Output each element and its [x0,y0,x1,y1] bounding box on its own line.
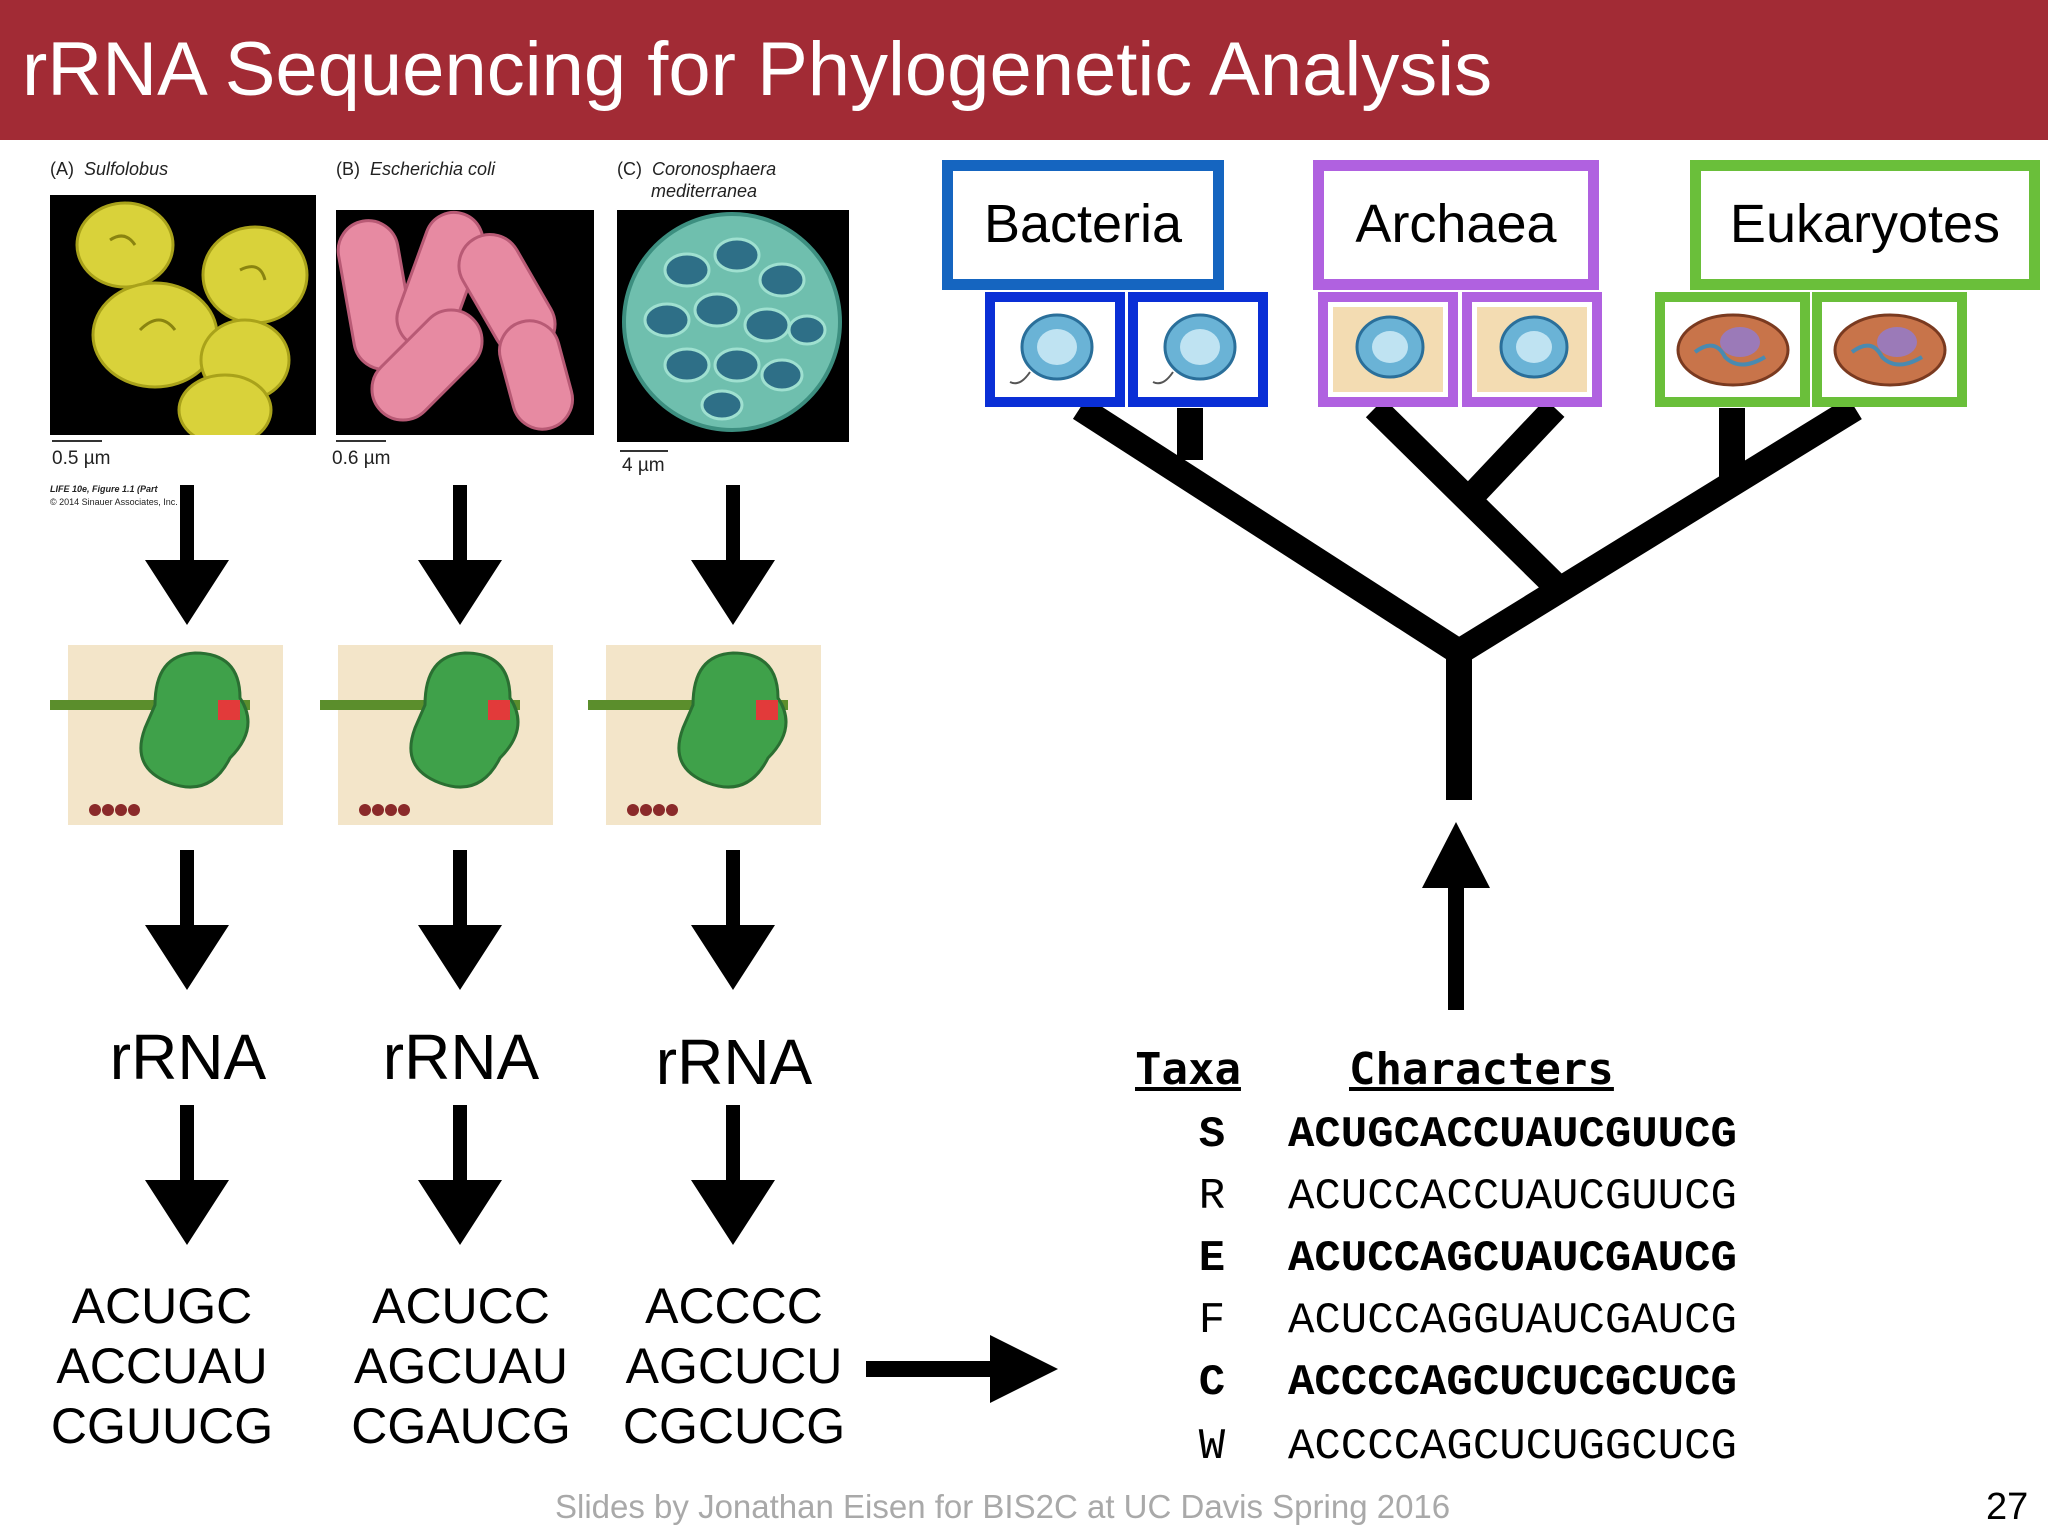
eukaryote-cell-image-2 [1812,292,1967,407]
arrow-up-head [1422,822,1490,888]
archaea-cell-image-2 [1462,292,1602,407]
archaea-cell-image-1 [1318,292,1458,407]
sequence-line: AGCUAU [354,1338,568,1394]
figure-credit-line1: LIFE 10e, Figure 1.1 (Part [50,484,158,494]
sequence-line: ACCCC [645,1278,823,1334]
arrow-down-c1 [691,485,775,625]
panel-letter-b: (B) [336,159,360,179]
ecoli-micrograph [336,210,594,435]
domain-box-eukaryotes: Eukaryotes [1690,160,2040,290]
panel-label-b: (B) Escherichia coli [336,158,495,180]
sequence-line: ACUGC [71,1278,253,1334]
taxon-c: C [1198,1358,1226,1408]
organism-name-b: Escherichia coli [370,159,496,179]
scale-label-a: 0.5 µm [52,448,111,469]
sequence-line: CGCUCG [622,1398,846,1454]
scale-label-c: 4 µm [622,455,665,476]
arrow-down-a1 [145,485,229,625]
arrow-right-shaft [866,1361,996,1377]
slide-footer: Slides by Jonathan Eisen for BIS2C at UC… [555,1488,1451,1525]
ribosome-image-c [588,645,821,825]
scale-bar-c [620,450,668,452]
panel-label-c: (C) Coronosphaera mediterranea [617,158,776,202]
scale-label-b: 0.6 µm [332,448,391,469]
arrow-right-head [990,1335,1058,1403]
ribosome-image-a [50,645,283,825]
phylogenetic-tree [1072,396,1862,800]
taxon-f: F [1198,1296,1226,1346]
sequence-w: ACCCCAGCUCUGGCUCG [1288,1422,1737,1472]
arrow-down-a3 [145,1105,229,1245]
eukaryote-cell-image-1 [1655,292,1810,407]
sulfolobus-micrograph [50,195,316,435]
slide-title: rRNA Sequencing for Phylogenetic Analysi… [22,27,1493,112]
coronosphaera-micrograph [617,210,849,442]
sequence-block-c: ACCCC AGCUCU CGCUCG [594,1276,874,1456]
scale-bar-b [336,440,386,442]
domain-box-archaea: Archaea [1313,160,1599,290]
sequence-r: ACUCCACCUAUCGUUCG [1288,1172,1737,1222]
ribosome-image-b [320,645,553,825]
arrow-down-a2 [145,850,229,990]
organism-name-c: Coronosphaera [652,159,777,179]
title-bar: rRNA Sequencing for Phylogenetic Analysi… [0,0,2048,140]
rrna-label-a: rRNA [109,1021,267,1093]
domain-label-eukaryotes: Eukaryotes [1729,194,2001,254]
sequence-e: ACUCCAGCUAUCGAUCG [1288,1234,1737,1284]
figure-credit-line2: © 2014 Sinauer Associates, Inc. [50,497,178,507]
bacteria-cell-image-2 [1128,292,1268,407]
domain-box-bacteria: Bacteria [942,160,1224,290]
domain-label-archaea: Archaea [1355,194,1557,254]
arrow-down-b1 [418,485,502,625]
sequence-line: CGAUCG [351,1398,571,1454]
sequence-line: ACUCC [372,1278,550,1334]
sequence-c: ACCCCAGCUCUCGCUCG [1288,1358,1737,1408]
characters-header: Characters [1349,1044,1614,1095]
arrow-up-shaft [1448,880,1464,1010]
domain-label-bacteria: Bacteria [983,194,1183,254]
sequence-block-a: ACUGC ACCUAU CGUUCG [22,1276,302,1456]
sequence-line: AGCUCU [625,1338,843,1394]
bacteria-cell-image-1 [985,292,1125,407]
taxon-w: W [1198,1422,1226,1472]
sequence-line: CGUUCG [50,1398,274,1454]
organism-name-a: Sulfolobus [84,159,169,179]
panel-letter-c: (C) [617,159,642,179]
organism-name-c-line2: mediterranea [651,181,758,201]
taxon-r: R [1198,1172,1226,1222]
panel-label-a: (A) Sulfolobus [50,158,168,180]
scale-bar-a [52,440,102,442]
sequence-f: ACUCCAGGUAUCGAUCG [1288,1296,1737,1346]
arrow-down-c2 [691,850,775,990]
arrow-down-c3 [691,1105,775,1245]
taxon-s: S [1198,1110,1226,1160]
page-number: 27 [1986,1486,2029,1528]
sequence-block-b: ACUCC AGCUAU CGAUCG [321,1276,601,1456]
rrna-label-b: rRNA [382,1021,540,1093]
rrna-label-c: rRNA [655,1026,813,1098]
sequence-line: ACCUAU [56,1338,268,1394]
arrow-down-b2 [418,850,502,990]
taxon-e: E [1198,1234,1226,1284]
arrow-down-b3 [418,1105,502,1245]
panel-letter-a: (A) [50,159,74,179]
taxa-header: Taxa [1135,1044,1241,1095]
sequence-s: ACUGCACCUAUCGUUCG [1288,1110,1737,1160]
